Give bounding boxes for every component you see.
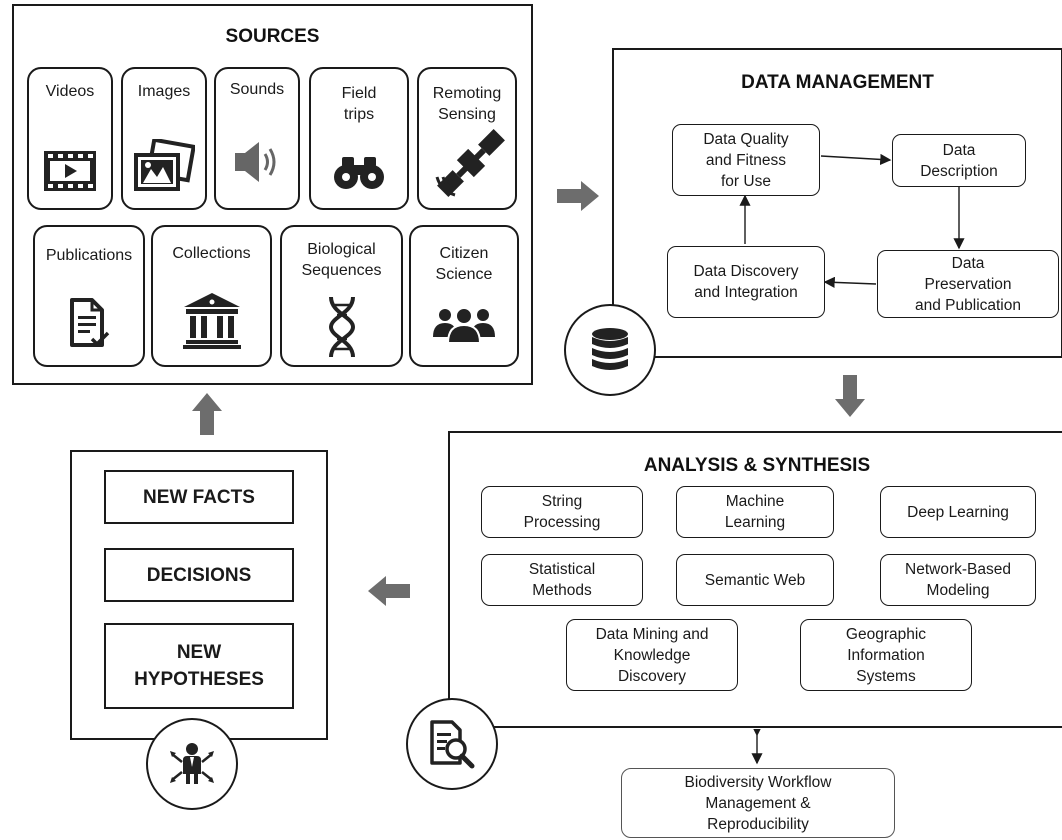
node-data-description: Data Description [892,134,1026,187]
source-label: Biological Sequences [301,241,382,279]
source-biological-sequences: Biological Sequences [280,225,403,367]
source-label: Publications [45,247,133,264]
analysis-title: ANALYSIS & SYNTHESIS [643,455,871,476]
decision-maker-icon [146,718,238,810]
data-management-title: DATA MANAGEMENT [741,72,934,93]
source-remote-sensing: Remoting Sensing [417,67,517,210]
people-icon [432,305,496,345]
workflow-connector [750,729,764,769]
data-management-panel: DATA MANAGEMENT Data Quality and Fitness… [612,48,1062,358]
source-publications: Publications [33,225,145,367]
outcomes-panel: NEW FACTS DECISIONS NEW HYPOTHESES [70,450,328,740]
satellite-icon [427,129,507,207]
source-label: Field trips [341,85,377,123]
outcome-decisions: DECISIONS [104,548,294,602]
source-label: Videos [45,83,95,100]
arrow-left [368,576,410,606]
node-data-discovery: Data Discovery and Integration [667,246,825,318]
method-statistical: Statistical Methods [481,554,643,606]
arrow-down [835,375,865,417]
images-icon [133,139,195,195]
node-data-quality: Data Quality and Fitness for Use [672,124,820,196]
report-search-icon [406,698,498,790]
document-icon [68,297,110,349]
outcome-new-facts: NEW FACTS [104,470,294,524]
data-management-connectors [739,153,965,288]
arrow-up [192,393,222,435]
source-label: Collections [172,245,251,262]
source-label: Remoting Sensing [432,85,502,123]
outcome-new-hypotheses: NEW HYPOTHESES [104,623,294,709]
dna-icon [325,295,359,359]
method-network-modeling: Network-Based Modeling [880,554,1036,606]
source-images: Images [121,67,207,210]
method-string-processing: String Processing [481,486,643,538]
method-deep-learning: Deep Learning [880,486,1036,538]
method-machine-learning: Machine Learning [676,486,834,538]
source-label: Images [137,83,191,100]
arrow-right [557,181,599,211]
source-label: Citizen Science [435,245,493,283]
museum-icon [182,291,242,349]
workflow-box: Biodiversity Workflow Management & Repro… [621,768,895,838]
source-videos: Videos [27,67,113,210]
method-data-mining: Data Mining and Knowledge Discovery [566,619,738,691]
analysis-panel: ANALYSIS & SYNTHESIS String Processing M… [448,431,1062,728]
source-sounds: Sounds [214,67,300,210]
source-field-trips: Field trips [309,67,409,210]
film-icon [44,151,96,191]
database-icon [564,304,656,396]
sources-title: SOURCES [225,26,320,47]
source-collections: Collections [151,225,272,367]
method-semantic-web: Semantic Web [676,554,834,606]
binoculars-icon [332,155,386,191]
source-label: Sounds [229,81,285,98]
node-data-preservation: Data Preservation and Publication [877,250,1059,318]
method-gis: Geographic Information Systems [800,619,972,691]
sources-panel: SOURCES Videos Images [12,4,533,385]
source-citizen-science: Citizen Science [409,225,519,367]
speaker-icon [233,139,281,185]
